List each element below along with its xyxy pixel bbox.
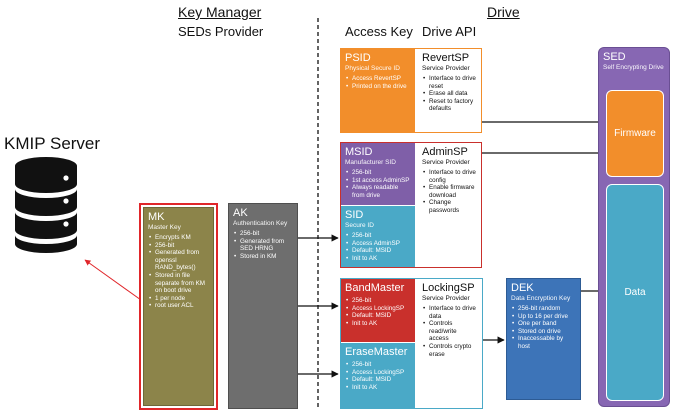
psid-list: Access RevertSP Printed on the drive — [345, 75, 411, 90]
lockingsp-item: Controls read/write access — [422, 320, 477, 343]
erasemaster-item: 256-bit — [345, 361, 411, 369]
msid-item: 1st access AdminSP — [345, 177, 411, 185]
database-icon — [15, 157, 77, 253]
ak-title: AK — [233, 207, 248, 219]
bandmaster-list: 256-bit Access LockingSP Default: MSID I… — [345, 297, 411, 327]
psid-item: Access RevertSP — [345, 75, 411, 83]
revertsp-item: Interface to drive reset — [422, 75, 476, 90]
dek-item: One per band — [511, 320, 576, 328]
adminsp-subtitle: Service Provider — [422, 159, 470, 166]
data-label: Data — [624, 287, 646, 298]
sid-list: 256-bit Access AdminSP Default: MSID Ini… — [345, 232, 411, 262]
drive-api-header: Drive API — [422, 24, 477, 39]
sid-box: SID Secure ID 256-bit Access AdminSP Def… — [341, 206, 415, 267]
ak-item: 256-bit — [233, 230, 293, 238]
dek-list: 256-bit random Up to 16 per drive One pe… — [511, 305, 576, 351]
lockingsp-item: Interface to drive data — [422, 305, 477, 320]
ak-list: 256-bit Generated from SED HRNG Stored i… — [233, 230, 293, 260]
mk-item: root user ACL — [148, 302, 209, 310]
adminsp-item: Interface to drive config — [422, 169, 476, 184]
erasemaster-item: Access LockingSP — [345, 369, 411, 377]
dek-title: DEK — [511, 282, 534, 294]
kmip-server-label: KMIP Server — [4, 134, 101, 153]
adminsp-title: AdminSP — [422, 146, 468, 158]
erasemaster-list: 256-bit Access LockingSP Default: MSID I… — [345, 361, 411, 391]
firmware-label: Firmware — [614, 128, 656, 139]
ak-subtitle: Authentication Key — [233, 220, 288, 227]
dek-item: Stored on drive — [511, 328, 576, 336]
bandmaster-title: BandMaster — [345, 282, 405, 294]
mk-title: MK — [148, 211, 165, 223]
bandmaster-item: Default: MSID — [345, 312, 411, 320]
mk-box: MK Master Key Encrypts KM 256-bit Genera… — [143, 207, 214, 406]
key-manager-header: Key Manager — [178, 4, 262, 20]
lockingsp-item: Controls crypto erase — [422, 343, 477, 358]
revertsp-title: RevertSP — [422, 52, 470, 64]
dek-box: DEK Data Encryption Key 256-bit random U… — [506, 278, 581, 400]
psid-item: Printed on the drive — [345, 83, 411, 91]
adminsp-box: AdminSP Service Provider Interface to dr… — [418, 143, 480, 267]
mk-item: Encrypts KM — [148, 234, 209, 242]
lockingsp-title: LockingSP — [422, 282, 475, 294]
sed-subtitle: Self Encrypting Drive — [603, 64, 664, 71]
lockingsp-subtitle: Service Provider — [422, 295, 470, 302]
ak-item: Stored in KM — [233, 253, 293, 261]
dek-item: Inaccessable by host — [511, 335, 576, 350]
sid-item: Access AdminSP — [345, 240, 411, 248]
mk-to-kmip-arrow — [84, 259, 142, 301]
msid-subtitle: Manufacturer SID — [345, 159, 396, 166]
psid-box: PSID Physical Secure ID Access RevertSP … — [341, 49, 415, 132]
erasemaster-title: EraseMaster — [345, 346, 408, 358]
dek-subtitle: Data Encryption Key — [511, 295, 571, 302]
sid-item: Default: MSID — [345, 247, 411, 255]
sid-subtitle: Secure ID — [345, 222, 374, 229]
msid-item: 256-bit — [345, 169, 411, 177]
adminsp-item: Change passwords — [422, 199, 476, 214]
erasemaster-item: Init to AK — [345, 384, 411, 392]
adminsp-list: Interface to drive config Enable firmwar… — [422, 169, 476, 215]
lockingsp-box: LockingSP Service Provider Interface to … — [418, 279, 481, 408]
revertsp-subtitle: Service Provider — [422, 65, 470, 72]
mk-item: Stored in file separate from KM on boot … — [148, 272, 209, 295]
revertsp-list: Interface to drive reset Erase all data … — [422, 75, 476, 113]
mk-item: 1 per node — [148, 295, 209, 303]
adminsp-item: Enable firmware download — [422, 184, 476, 199]
ak-box: AK Authentication Key 256-bit Generated … — [228, 203, 298, 409]
msid-list: 256-bit 1st access AdminSP Always readab… — [345, 169, 411, 199]
mk-list: Encrypts KM 256-bit Generated from opens… — [148, 234, 209, 310]
firmware-block: Firmware — [606, 90, 664, 177]
sid-item: 256-bit — [345, 232, 411, 240]
revertsp-item: Reset to factory defaults — [422, 98, 476, 113]
sid-title: SID — [345, 209, 364, 221]
bandmaster-item: Init to AK — [345, 320, 411, 328]
dek-item: Up to 16 per drive — [511, 313, 576, 321]
msid-box: MSID Manufacturer SID 256-bit 1st access… — [341, 143, 415, 205]
mk-subtitle: Master Key — [148, 224, 181, 231]
seds-provider-header: SEDs Provider — [178, 24, 264, 39]
mk-item: Generated from openssl RAND_bytes() — [148, 249, 209, 272]
mk-highlight-frame: MK Master Key Encrypts KM 256-bit Genera… — [139, 203, 218, 410]
psid-subtitle: Physical Secure ID — [345, 65, 400, 72]
bandmaster-box: BandMaster 256-bit Access LockingSP Defa… — [341, 279, 415, 342]
msid-item: Always readable from drive — [345, 184, 411, 199]
bandmaster-item: Access LockingSP — [345, 305, 411, 313]
mk-item: 256-bit — [148, 242, 209, 250]
data-block: Data — [606, 184, 664, 401]
sed-title: SED — [603, 51, 626, 63]
lockingsp-list: Interface to drive data Controls read/wr… — [422, 305, 477, 358]
access-key-header: Access Key — [345, 24, 413, 39]
revertsp-box: RevertSP Service Provider Interface to d… — [418, 49, 480, 132]
erasemaster-box: EraseMaster 256-bit Access LockingSP Def… — [341, 343, 415, 408]
psid-title: PSID — [345, 52, 371, 64]
revertsp-item: Erase all data — [422, 90, 476, 98]
ak-item: Generated from SED HRNG — [233, 238, 293, 253]
bandmaster-item: 256-bit — [345, 297, 411, 305]
dek-item: 256-bit random — [511, 305, 576, 313]
sid-item: Init to AK — [345, 255, 411, 263]
msid-title: MSID — [345, 146, 373, 158]
drive-header: Drive — [487, 4, 520, 20]
erasemaster-item: Default: MSID — [345, 376, 411, 384]
